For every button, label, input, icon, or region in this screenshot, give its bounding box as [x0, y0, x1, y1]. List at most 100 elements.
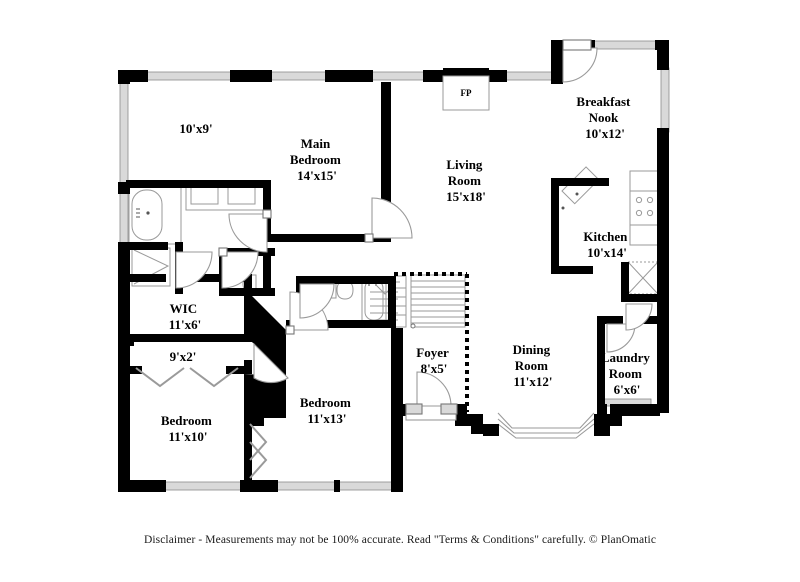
window-top-3 [367, 71, 429, 81]
wall-top-b [230, 70, 272, 82]
door-panel-nook [562, 39, 592, 51]
wall-laundry-top-b [640, 316, 660, 324]
kitchen-sink-drain-icon [561, 206, 565, 210]
appliance-x-icon [627, 261, 659, 295]
wall-wic-bottom [126, 334, 252, 342]
wall-right-a [657, 40, 669, 70]
room-label-laundry-room: Laundry Room 6'x6' [601, 350, 653, 397]
fireplace [442, 75, 490, 111]
wall-bedroom-jamb [244, 418, 264, 426]
room-label-foyer: Foyer 8'x5' [416, 345, 452, 376]
wall-top-e [487, 70, 507, 82]
sidelight-right [440, 403, 458, 415]
bifold-closet-right [189, 367, 239, 388]
wall-between-bedrooms [244, 418, 252, 480]
window-top-4 [503, 71, 557, 81]
walls-group [118, 40, 669, 492]
wall-foyer-left [391, 328, 403, 408]
wall-bottom-a [118, 480, 166, 492]
wall-wic-top-a [126, 274, 166, 282]
window-bottom-1 [164, 481, 244, 491]
room-label-closet-9x2: 9'x2' [170, 349, 197, 364]
wall-bay-left [483, 424, 499, 436]
wall-appliance-left [621, 262, 629, 302]
wall-step-f [471, 414, 483, 434]
window-right-nook [660, 67, 670, 133]
room-label-closet-10x9: 10'x9' [179, 121, 212, 136]
wall-laundry-bottom-a [597, 404, 607, 416]
room-label-dining-room: Dining Room 11'x12' [513, 342, 554, 389]
kitchen-sink-drain-icon-2 [575, 192, 579, 196]
wall-hallbath-bottom [296, 320, 396, 328]
bay-window [497, 412, 595, 439]
wall-kitchen-bottom [551, 266, 593, 274]
hall-bath-toilet [336, 280, 354, 300]
wall-appliance-bottom [621, 294, 659, 302]
burner-icon-3 [635, 209, 643, 217]
wall-mbath-bottom-a [126, 242, 168, 250]
wall-bottom-b [240, 480, 278, 492]
door-jamb-toilet [218, 247, 228, 257]
fireplace-label: FP [461, 88, 472, 98]
room-label-bedroom-11x10: Bedroom 11'x10' [161, 413, 215, 444]
fixtures-group [128, 166, 659, 329]
doors-group [135, 39, 653, 479]
room-labels-group: 10'x9' Main Bedroom 14'x15' Living Room … [161, 88, 653, 444]
door-hallway-diagonal [253, 342, 289, 384]
wall-diag-upper [252, 296, 286, 376]
wall-kitchen-top [551, 178, 609, 186]
wall-wic-right2 [244, 296, 252, 342]
kitchen-counter-lower [629, 224, 659, 246]
kitchen-counter-upper [629, 170, 659, 192]
bifold-bedroom13-b [249, 441, 268, 479]
wall-mbath-top [126, 180, 271, 188]
wall-left-lower [118, 242, 130, 492]
door-wic [175, 251, 213, 289]
wall-laundry-bottom-b [648, 404, 660, 416]
wall-closet-bottom-b [226, 366, 252, 374]
wall-top-d [423, 70, 445, 82]
wall-kitchen-left [551, 178, 559, 274]
wall-fp-top [443, 68, 489, 76]
room-label-wic: WIC 11'x6' [169, 301, 202, 332]
wall-right-of-bedroom [391, 404, 403, 492]
window-left-2 [119, 191, 129, 245]
door-nook-exterior [562, 47, 598, 83]
door-jamb-bedroom13 [285, 325, 295, 335]
door-jamb-main-bedroom [364, 233, 374, 243]
burner-icon-1 [635, 196, 643, 204]
window-bottom-2 [274, 481, 338, 491]
wall-hallbath-right [388, 276, 396, 328]
tub-drain-icon [146, 211, 150, 215]
room-label-kitchen: Kitchen 10'x14' [583, 229, 630, 260]
wall-closet-bottom-a [126, 366, 142, 374]
window-top-1 [142, 71, 236, 81]
wall-wic-right [244, 274, 252, 296]
hall-bath-tub [364, 279, 384, 321]
window-left-1 [119, 79, 129, 185]
window-bottom-3 [335, 481, 395, 491]
wall-closet-jamb [244, 360, 252, 374]
door-jamb-master-bath [262, 209, 272, 219]
wall-step-j [610, 404, 658, 416]
door-kitchen-hall [625, 303, 653, 331]
room-label-breakfast-nook: Breakfast Nook 10'x12' [576, 94, 633, 141]
door-hall-bath [299, 283, 335, 319]
wall-left-top [118, 70, 130, 84]
wall-hallbath-top [296, 276, 396, 284]
master-tub [131, 189, 163, 241]
wall-laundry-left [597, 316, 605, 412]
wall-mbr-bottom [271, 234, 391, 242]
wall-nook-left [551, 40, 563, 84]
wall-laundry-top-a [597, 316, 623, 324]
kitchen-range [629, 190, 659, 226]
sidelight-left [405, 403, 423, 415]
wall-wic-top-b [180, 274, 252, 282]
fireplace-box [442, 75, 490, 111]
window-top-2 [266, 71, 331, 81]
wall-bottom-c [334, 480, 340, 492]
window-nook-top [591, 40, 661, 50]
disclaimer-text: Disclaimer - Measurements may not be 100… [143, 534, 657, 546]
